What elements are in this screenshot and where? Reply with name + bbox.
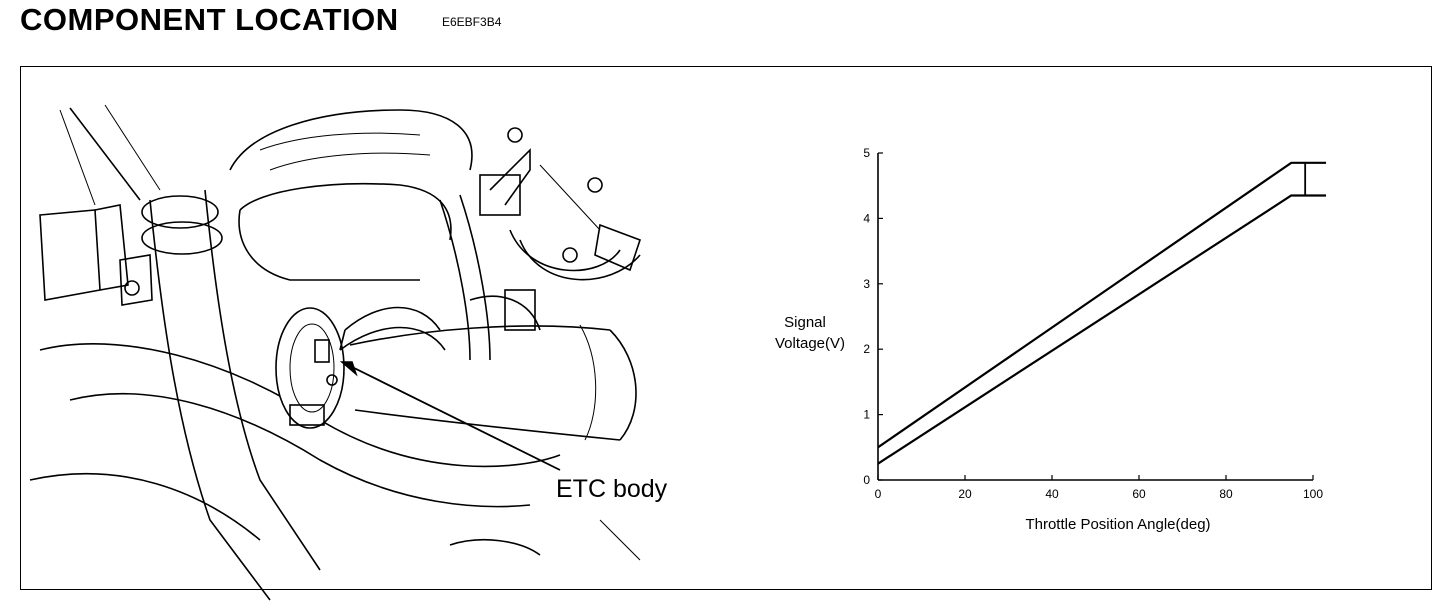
x-tick-label-0: 0 (875, 487, 882, 501)
y-tick-label-5: 5 (863, 146, 870, 160)
chart-series (877, 161, 1327, 465)
y-tick-label-0: 0 (863, 473, 870, 487)
engine-illustration (29, 104, 642, 601)
y-axis-label-line2: Voltage(V) (775, 335, 845, 352)
y-tick-label-3: 3 (863, 277, 870, 291)
y-tick-label-1: 1 (863, 408, 870, 422)
y-axis-label-line1: Signal (784, 314, 826, 331)
page-title: COMPONENT LOCATION (20, 2, 399, 37)
chart-ticks: 0 20 40 60 80 100 0 1 2 3 4 5 (863, 146, 1323, 501)
x-tick-label-2: 40 (1045, 487, 1059, 501)
series-line-1 (877, 194, 1327, 465)
figure-frame (20, 66, 1432, 590)
document-code: E6EBF3B4 (442, 15, 502, 29)
y-tick-label-4: 4 (863, 211, 870, 225)
x-tick-label-5: 100 (1303, 487, 1323, 501)
etc-body-callout: ETC body (556, 475, 668, 503)
series-line-0 (877, 161, 1327, 449)
x-tick-label-1: 20 (958, 487, 972, 501)
x-tick-label-3: 60 (1132, 487, 1146, 501)
y-tick-label-2: 2 (863, 342, 870, 356)
x-tick-label-4: 80 (1219, 487, 1233, 501)
x-axis-label: Throttle Position Angle(deg) (1025, 516, 1210, 533)
chart-axes (877, 153, 1313, 481)
